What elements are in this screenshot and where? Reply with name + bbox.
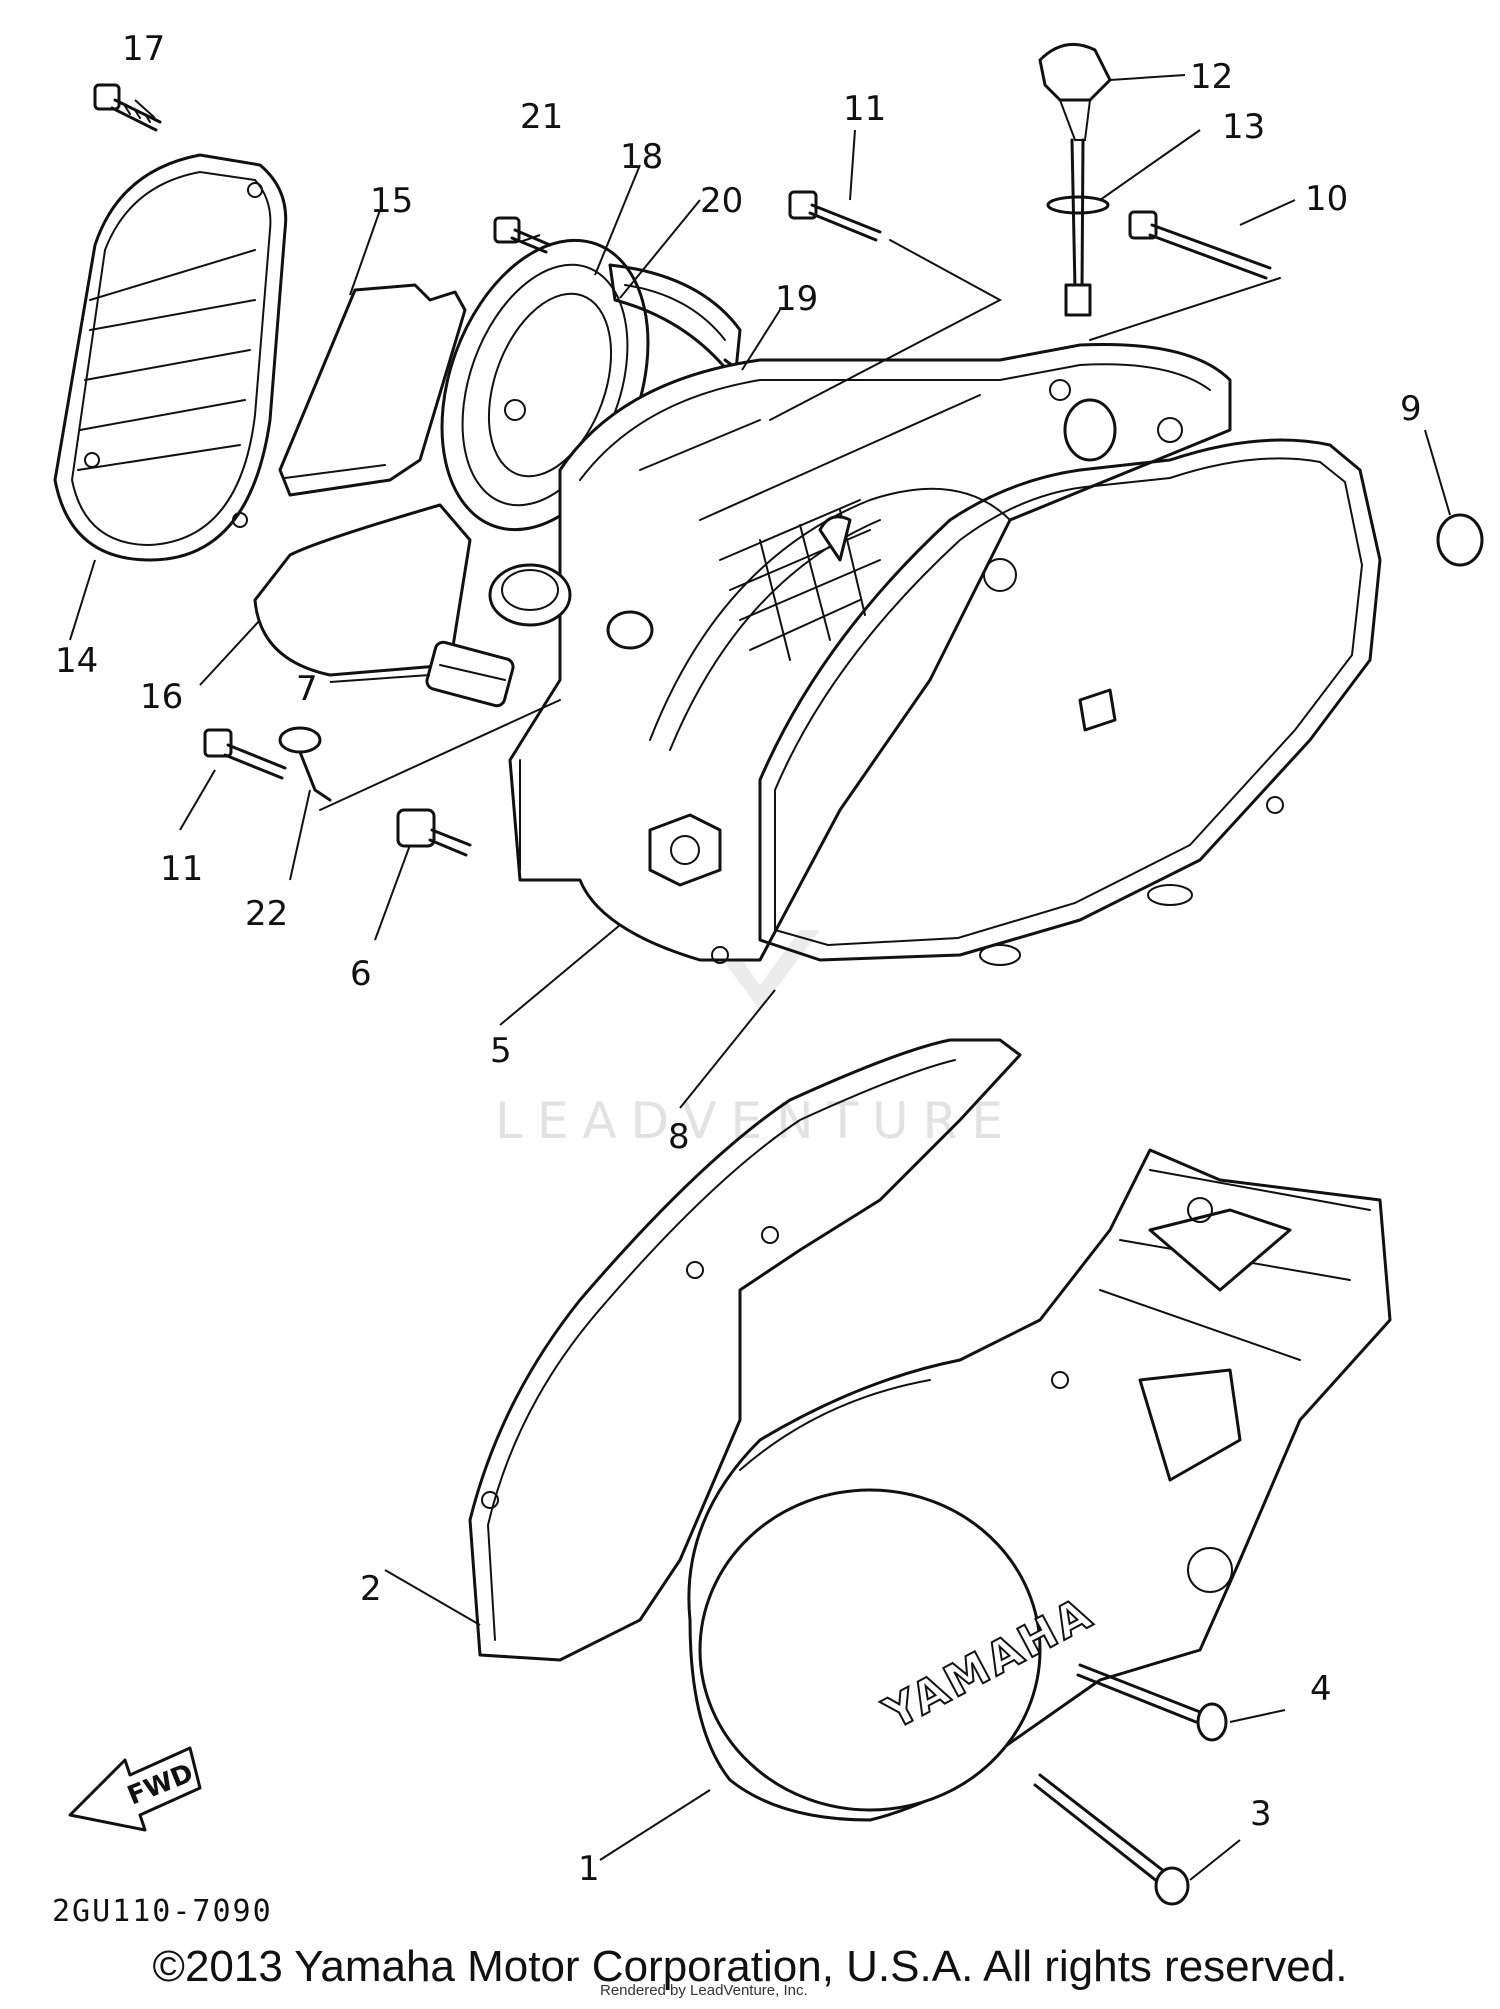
part-4-bolt	[1076, 1663, 1228, 1742]
callout-13: 13	[1222, 107, 1265, 147]
watermark-text: LEADVENTURE	[495, 1092, 1017, 1150]
callout-4: 4	[1310, 1669, 1332, 1709]
part-2-gasket	[468, 1038, 1022, 1662]
callout-12: 12	[1190, 57, 1233, 97]
callout-6: 6	[350, 954, 372, 994]
part-9-plug	[1436, 513, 1484, 567]
callout-8: 8	[668, 1117, 690, 1157]
part-15-gasket	[278, 283, 467, 497]
callout-19: 19	[775, 279, 818, 319]
forward-arrow-icon: FWD	[68, 1746, 202, 1832]
callout-22: 22	[245, 894, 288, 934]
part-22-clip	[278, 726, 332, 802]
part-7-plate	[425, 640, 515, 708]
callout-11-lower: 11	[160, 849, 203, 889]
rendered-by-note: Rendered by LeadVenture, Inc.	[600, 1982, 808, 1999]
part-3-bolt	[1033, 1773, 1190, 1906]
part-14-outer-cover	[53, 153, 288, 562]
part-6-screw	[396, 808, 472, 857]
callout-20: 20	[700, 181, 743, 221]
copyright-notice: ©2013 Yamaha Motor Corporation, U.S.A. A…	[152, 1942, 1348, 1991]
part-13-oring	[1046, 138, 1110, 317]
callout-7: 7	[296, 669, 318, 709]
callout-5: 5	[490, 1031, 512, 1071]
callout-16: 16	[140, 677, 183, 717]
part-12-oil-filler-cap	[1038, 42, 1112, 141]
callout-15: 15	[370, 181, 413, 221]
callout-18: 18	[620, 137, 663, 177]
part-5-crankcase-cover	[488, 342, 1232, 964]
part-11-bolt-lower	[203, 728, 287, 780]
callout-17: 17	[122, 29, 165, 69]
callout-1: 1	[578, 1849, 600, 1889]
part-11-bolt-upper	[788, 190, 882, 242]
part-8-gasket	[758, 438, 1382, 966]
callout-9: 9	[1400, 389, 1422, 429]
callout-21: 21	[520, 97, 563, 137]
part-16-plate	[253, 503, 472, 677]
callout-2: 2	[360, 1569, 382, 1609]
callouts: 17 21 18 15 20 19 11 12 13 10 9 14 16 7 …	[55, 29, 1422, 1889]
callout-11-upper: 11	[843, 89, 886, 129]
callout-10: 10	[1305, 179, 1348, 219]
callout-14: 14	[55, 641, 98, 681]
part-10-bolt	[1128, 210, 1272, 280]
leader-lines	[69, 74, 1451, 1881]
diagram-code: 2GU110-7090	[52, 1894, 273, 1929]
callout-3: 3	[1250, 1794, 1272, 1834]
part-17-bolt	[93, 83, 162, 132]
part-1-generator-cover: YAMAHA	[687, 1148, 1392, 1822]
